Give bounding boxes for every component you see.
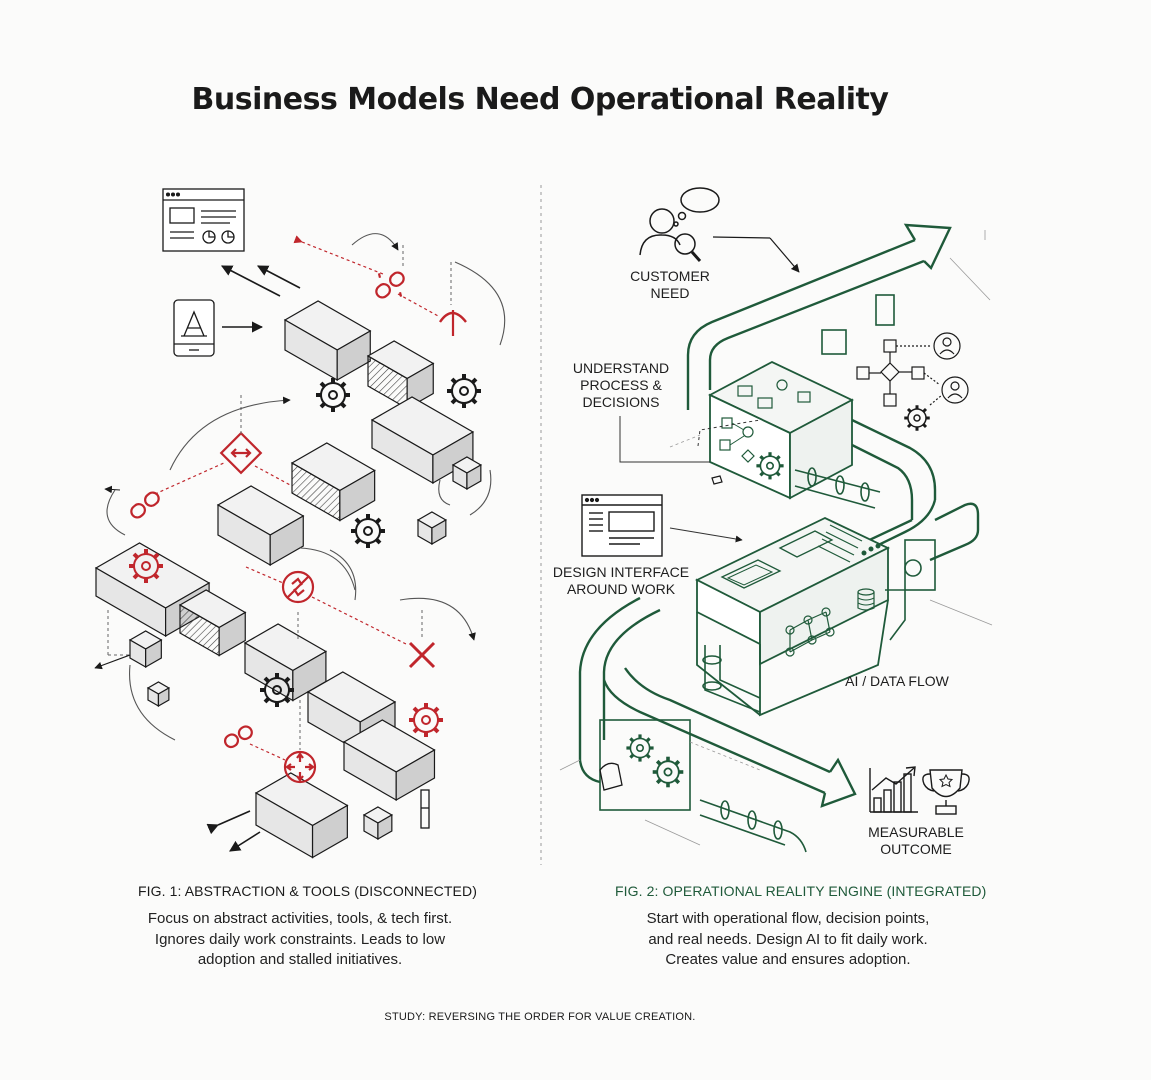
label-line: CUSTOMER bbox=[630, 268, 710, 284]
broken-link-icon bbox=[130, 491, 160, 519]
trophy-icon bbox=[922, 769, 970, 815]
small-cube bbox=[362, 806, 394, 841]
small-cube bbox=[451, 456, 483, 491]
iso-block bbox=[283, 300, 372, 382]
broken-link-icon bbox=[223, 725, 253, 749]
customer-icon bbox=[639, 187, 720, 262]
growth-chart-icon bbox=[869, 766, 918, 813]
figure-1-caption: FIG. 1: ABSTRACTION & TOOLS (DISCONNECTE… bbox=[138, 883, 477, 899]
iso-block bbox=[370, 396, 475, 485]
label-line: AROUND WORK bbox=[566, 581, 676, 597]
label-design-interface: DESIGN INTERFACE AROUND WORK bbox=[547, 564, 695, 598]
footer-note: STUDY: REVERSING THE ORDER FOR VALUE CRE… bbox=[384, 1011, 696, 1023]
gear-icon bbox=[650, 754, 686, 790]
description-line: adoption and stalled initiatives. bbox=[197, 951, 403, 968]
gear-icon bbox=[445, 372, 483, 410]
process-machine bbox=[707, 360, 855, 500]
iso-block bbox=[342, 719, 436, 802]
iso-block bbox=[216, 485, 305, 567]
ai-engine-machine bbox=[694, 517, 891, 717]
figure-2-caption: FIG. 2: OPERATIONAL REALITY ENGINE (INTE… bbox=[615, 883, 987, 899]
small-cube bbox=[146, 681, 171, 708]
label-line: DESIGN INTERFACE bbox=[552, 564, 690, 580]
gear-icon bbox=[624, 732, 656, 764]
figure-1-description: Focus on abstract activities, tools, & t… bbox=[110, 909, 490, 971]
gear-icon bbox=[314, 376, 352, 414]
description-line: Focus on abstract activities, tools, & t… bbox=[147, 910, 453, 927]
label-line: PROCESS & bbox=[580, 377, 662, 393]
label-line: UNDERSTAND bbox=[572, 360, 670, 376]
description-line: and real needs. Design AI to fit daily w… bbox=[648, 930, 928, 948]
interface-window-icon bbox=[581, 494, 663, 557]
process-flow-diagram bbox=[856, 332, 969, 407]
label-understand-process: UNDERSTAND PROCESS & DECISIONS bbox=[565, 360, 677, 411]
description-line: Start with operational flow, decision po… bbox=[646, 910, 930, 927]
label-line: OUTCOME bbox=[880, 841, 952, 857]
broken-link-icon bbox=[375, 271, 405, 299]
description-line: Creates value and ensures adoption. bbox=[665, 951, 911, 968]
label-line: DECISIONS bbox=[582, 394, 660, 410]
label-measurable-outcome: MEASURABLE OUTCOME bbox=[860, 824, 972, 858]
label-line: NEED bbox=[650, 285, 690, 301]
iso-block bbox=[290, 442, 376, 522]
decision-diamond-icon bbox=[219, 431, 263, 475]
gear-icon bbox=[407, 701, 445, 739]
iso-block bbox=[254, 772, 349, 859]
iso-block bbox=[178, 589, 247, 657]
gear-icon bbox=[902, 403, 932, 433]
page-title: Business Models Need Operational Reality bbox=[191, 82, 889, 117]
small-cube bbox=[416, 511, 448, 546]
gear-icon bbox=[349, 512, 387, 550]
label-customer-need: CUSTOMER NEED bbox=[620, 268, 720, 302]
label-ai-data-flow: AI / DATA FLOW bbox=[845, 673, 949, 689]
dashboard-window-icon bbox=[162, 188, 245, 252]
small-cube bbox=[128, 630, 163, 669]
iso-block bbox=[366, 340, 435, 410]
app-store-icon bbox=[173, 299, 215, 357]
blocked-icon bbox=[281, 570, 315, 604]
label-line: MEASURABLE bbox=[868, 824, 964, 840]
description-line: Ignores daily work constraints. Leads to… bbox=[154, 930, 446, 948]
figure-2-description: Start with operational flow, decision po… bbox=[598, 909, 978, 971]
target-icon bbox=[283, 750, 317, 784]
conveyor-belt bbox=[578, 223, 980, 811]
x-mark-icon bbox=[408, 641, 436, 669]
